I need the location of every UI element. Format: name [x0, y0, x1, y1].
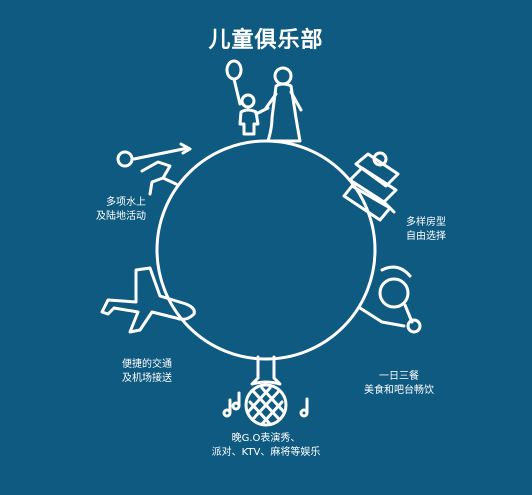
page-title: 儿童俱乐部 — [208, 28, 324, 53]
airplane-icon — [100, 266, 196, 334]
bed-icon — [342, 151, 400, 222]
microphone-icon — [222, 355, 309, 427]
globe-circle — [155, 139, 377, 361]
feature-rooms-label: 多样房型 自由选择 — [406, 217, 446, 242]
family-icon — [225, 59, 303, 143]
water-sports-icon — [116, 142, 192, 196]
feature-dining-label: 一日三餐 美食和吧台畅饮 — [364, 371, 434, 396]
feature-water-label: 多项水上 及陆地活动 — [96, 197, 146, 222]
dining-icon — [358, 265, 422, 334]
feature-shows-label: 晚G.O表演秀、 派对、KTV、麻将等娱乐 — [211, 433, 321, 458]
feature-transport-label: 便捷的交通 及机场接送 — [122, 359, 172, 384]
